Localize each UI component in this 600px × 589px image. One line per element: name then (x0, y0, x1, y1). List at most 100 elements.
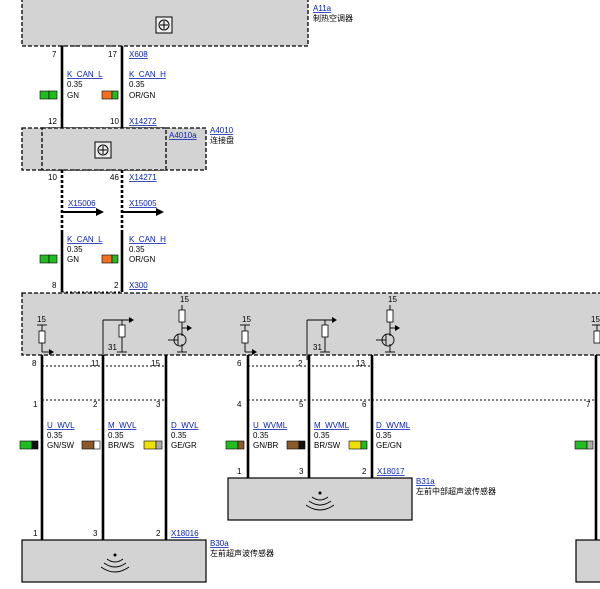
component-b30a[interactable] (21, 539, 207, 583)
wire-signal-link[interactable]: U_WVL (47, 421, 75, 430)
wire-color-swatch (48, 254, 58, 264)
pin-label: 8 (52, 281, 57, 290)
pin-label: 13 (356, 359, 365, 368)
wire-color-swatch (360, 440, 368, 450)
b30a-name: 左前超声波传感器 (210, 548, 274, 558)
wire-color-swatch (111, 254, 119, 264)
wire-color-swatch (348, 440, 362, 450)
wire-color-code: GN/BR (253, 441, 279, 450)
ultrasonic-sensor-icon (100, 553, 130, 573)
wire-color-swatch (155, 440, 163, 450)
wire-color-code: GE/GN (376, 441, 402, 450)
wire-color-swatch (31, 440, 39, 450)
component-b31a[interactable] (227, 477, 413, 521)
wire-gauge: 0.35 (129, 80, 145, 89)
wire-signal-link[interactable]: K_CAN_H (129, 235, 166, 244)
wire-signal-link[interactable]: M_WVML (314, 421, 350, 430)
wire-color-swatch (101, 90, 113, 100)
wire-color-swatch (574, 440, 588, 450)
resistor-icon (592, 324, 600, 344)
a11a-id-link[interactable]: A11a (313, 4, 332, 13)
connector-x608-link[interactable]: X608 (129, 50, 148, 59)
pin-label: 46 (110, 173, 119, 182)
connector-x14271-link[interactable]: X14271 (129, 173, 157, 182)
b30a-id-link[interactable]: B30a (210, 539, 229, 548)
pin-label: 2 (156, 529, 161, 538)
wire-color-swatch (143, 440, 157, 450)
component-a11a[interactable] (21, 0, 309, 47)
wire-gauge: 0.35 (67, 245, 83, 254)
wire-color-swatch (48, 90, 58, 100)
wire-color-swatch (286, 440, 300, 450)
pin-label: 4 (237, 400, 242, 409)
component-pdc-control-unit[interactable] (21, 292, 600, 356)
connector-x18016-link[interactable]: X18016 (171, 529, 199, 538)
resistor-icon (306, 317, 337, 360)
connector-x300-link[interactable]: X300 (129, 281, 148, 290)
wire-signal-link[interactable]: U_WVML (253, 421, 288, 430)
pin-label: 10 (110, 117, 119, 126)
wire-signal-link[interactable]: D_WVML (376, 421, 411, 430)
wire-color-code: BR/WS (108, 441, 134, 450)
arrow-right-icon (122, 208, 164, 216)
wire-color-code: GN (67, 255, 79, 264)
pin-label: 10 (48, 173, 57, 182)
wire-color-code: GN (67, 91, 79, 100)
resistor-icon (37, 324, 54, 355)
wire-color-code: GN/SW (47, 441, 75, 450)
b31a-id-link[interactable]: B31a (416, 477, 435, 486)
connector-x15005-link[interactable]: X15005 (129, 199, 157, 208)
wire-color-swatch (19, 440, 33, 450)
a4010-name: 连接盘 (210, 135, 234, 145)
wire-color-swatch (237, 440, 245, 450)
connector-x15006-link[interactable]: X15006 (68, 199, 96, 208)
ground-label: 31 (313, 343, 322, 352)
component-partial-right[interactable] (575, 539, 600, 583)
wire-signal-link[interactable]: D_WVL (171, 421, 199, 430)
connector-x18017-link[interactable]: X18017 (377, 467, 405, 476)
pin-label: 3 (93, 529, 98, 538)
wire-color-swatch (101, 254, 113, 264)
wire-color-swatch (39, 254, 50, 264)
pin-label: 12 (48, 117, 57, 126)
voltage-label: 15 (180, 295, 189, 304)
wire-color-swatch (81, 440, 95, 450)
wire-gauge: 0.35 (47, 431, 63, 440)
resistor-icon (102, 317, 134, 360)
b31a-name: 左前中部超声波传感器 (416, 486, 496, 496)
wire-color-swatch (39, 90, 50, 100)
pin-label: 5 (299, 400, 304, 409)
wire-color-code: OR/GN (129, 91, 155, 100)
wire-gauge: 0.35 (108, 431, 124, 440)
a4010a-id-link[interactable]: A4010a (169, 131, 197, 140)
voltage-label: 15 (242, 315, 251, 324)
a4010-id-link[interactable]: A4010 (210, 126, 234, 135)
a11a-name: 制热空调器 (313, 13, 353, 23)
pin-label: 1 (33, 529, 38, 538)
wire-color-swatch (225, 440, 239, 450)
pin-label: 2 (362, 467, 367, 476)
wire-signal-link[interactable]: M_WVL (108, 421, 137, 430)
pin-label: 2 (93, 400, 98, 409)
pin-label: 15 (151, 359, 160, 368)
wire-gauge: 0.35 (129, 245, 145, 254)
wire-signal-link[interactable]: K_CAN_L (67, 70, 103, 79)
wire-gauge: 0.35 (253, 431, 269, 440)
transistor-icon (168, 305, 192, 353)
wire-signal-link[interactable]: K_CAN_H (129, 70, 166, 79)
pin-label: 7 (586, 400, 591, 409)
resistor-icon (240, 324, 257, 355)
voltage-label: 15 (37, 315, 46, 324)
pin-label: 7 (52, 50, 57, 59)
connector-x14272-link[interactable]: X14272 (129, 117, 157, 126)
wire-signal-link[interactable]: K_CAN_L (67, 235, 103, 244)
pin-label: 11 (91, 359, 100, 368)
pin-label: 2 (298, 359, 303, 368)
voltage-label: 15 (388, 295, 397, 304)
wire-gauge: 0.35 (67, 80, 83, 89)
wire-color-swatch (93, 440, 101, 450)
pin-label: 17 (108, 50, 117, 59)
pin-label: 6 (237, 359, 242, 368)
component-a4010[interactable] (21, 127, 207, 171)
